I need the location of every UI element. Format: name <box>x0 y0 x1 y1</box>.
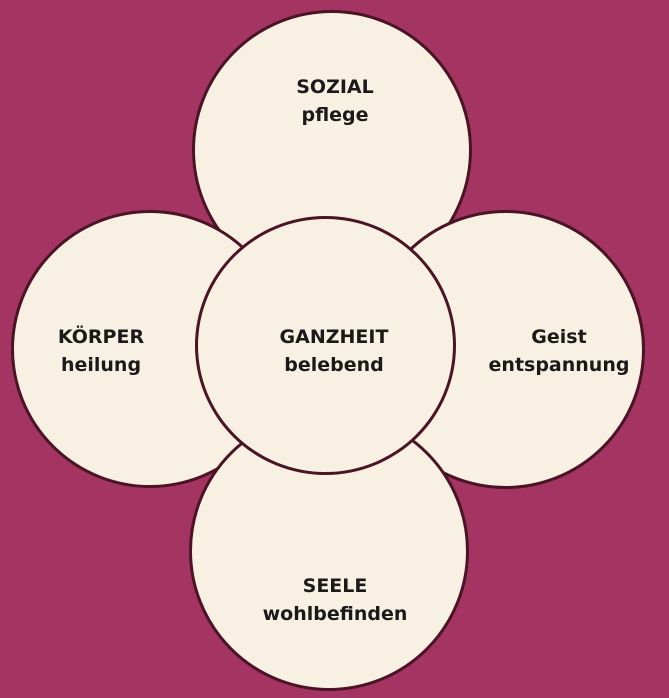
seele-title: SEELE <box>302 575 368 597</box>
sozial-label: SOZIAL pflege <box>296 73 374 129</box>
ganzheit-label: GANZHEIT belebend <box>280 323 389 379</box>
geist-label: Geist entspannung <box>489 323 630 379</box>
seele-subtitle: wohlbefinden <box>262 603 408 625</box>
ganzheit-subtitle: belebend <box>284 354 384 376</box>
seele-circle <box>189 411 469 691</box>
koerper-subtitle: heilung <box>60 354 142 376</box>
sozial-title: SOZIAL <box>296 76 374 98</box>
koerper-label: KÖRPER heilung <box>58 323 144 379</box>
koerper-title: KÖRPER <box>57 326 145 348</box>
geist-title: Geist <box>531 326 587 348</box>
geist-subtitle: entspannung <box>488 354 630 376</box>
seele-label: SEELE wohlbefinden <box>263 572 408 628</box>
ganzheit-title: GANZHEIT <box>279 326 389 348</box>
ganzheit-circle <box>195 216 456 475</box>
sozial-subtitle: pflege <box>301 104 369 126</box>
